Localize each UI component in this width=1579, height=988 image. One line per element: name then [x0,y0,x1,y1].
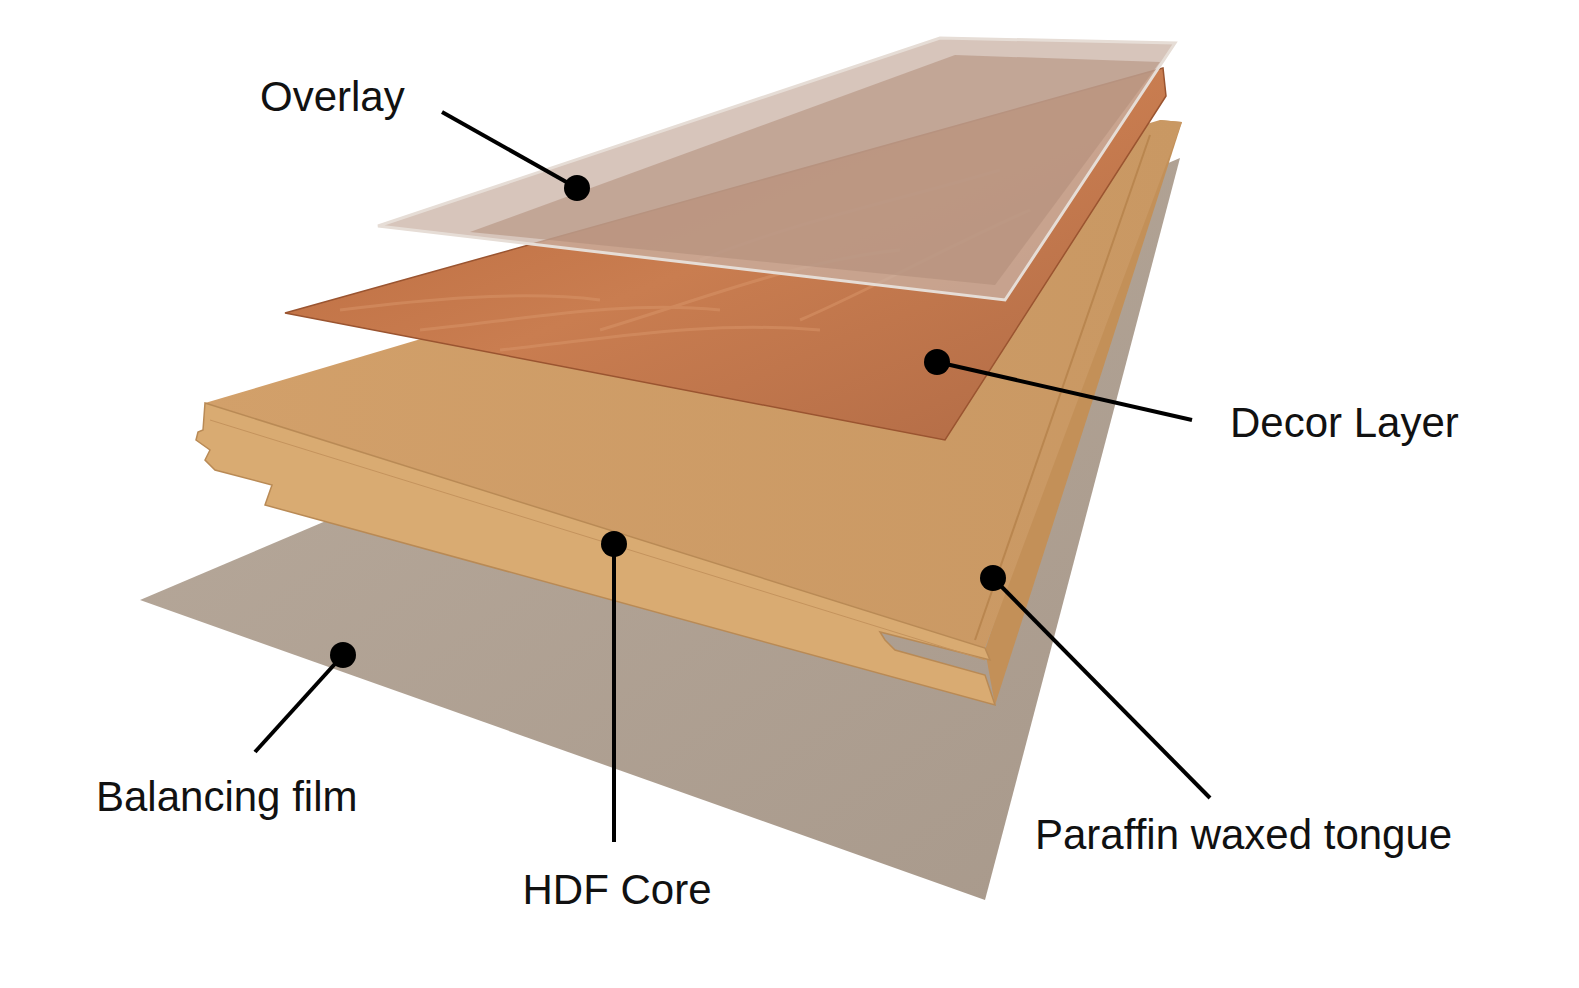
leader-dot [564,175,590,201]
leader-dot [980,565,1006,591]
leader-line [612,544,616,842]
leader-dot [601,531,627,557]
leader-line [255,655,343,752]
leader-line [442,112,577,188]
part-label: HDF Core [522,867,711,913]
part-label: Overlay [260,74,405,120]
part-label: Paraffin waxed tongue [1035,812,1452,858]
leader-line [937,362,1192,420]
overlay-inner [470,55,1160,285]
core-front [196,403,995,705]
leader-dot [330,642,356,668]
part-label: Decor Layer [1230,400,1459,446]
leader-dots [330,175,1006,668]
overlay-sheet [378,38,1175,300]
part-label: Balancing film [96,774,357,820]
leader-lines [255,112,1210,842]
core-edge-line [210,420,985,660]
leader-dot [924,349,950,375]
leader-line [993,578,1210,798]
